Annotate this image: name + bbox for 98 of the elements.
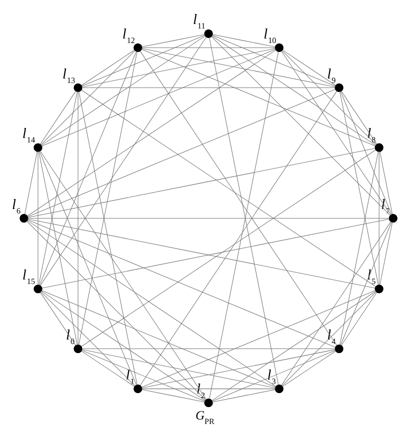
connector xyxy=(340,91,379,286)
connector xyxy=(28,218,390,219)
node-label: l$_{3}$ xyxy=(267,367,276,386)
connector xyxy=(39,151,137,386)
connector xyxy=(40,150,206,400)
node-label: l$_{8}$ xyxy=(367,126,376,145)
connector xyxy=(82,87,336,88)
node-label: l$_{10}$ xyxy=(264,26,276,45)
connector xyxy=(40,91,76,144)
connector xyxy=(212,290,376,401)
connector xyxy=(282,292,376,386)
connector xyxy=(24,151,38,214)
node-circle xyxy=(334,344,344,354)
connector xyxy=(78,52,138,345)
connector xyxy=(82,350,206,402)
node-circle xyxy=(274,43,284,52)
node-circle xyxy=(204,398,213,408)
connector xyxy=(38,151,78,346)
connector xyxy=(81,150,376,347)
connector xyxy=(82,34,206,86)
node-label: l$_{11}$ xyxy=(192,12,206,31)
node-circle xyxy=(34,143,42,152)
connector xyxy=(78,92,138,385)
connector xyxy=(26,220,206,400)
connector xyxy=(40,50,136,145)
connector xyxy=(380,222,393,285)
connector xyxy=(341,292,378,346)
connector xyxy=(141,349,336,388)
connector xyxy=(142,389,205,402)
connector xyxy=(212,350,336,402)
connector xyxy=(212,389,276,402)
node-label: l$_{13}$ xyxy=(62,66,76,85)
connector xyxy=(27,220,276,387)
connector xyxy=(282,50,376,145)
node-label: l$_{5}$ xyxy=(367,267,376,286)
node-label: l$_{4}$ xyxy=(327,327,336,346)
connector xyxy=(81,350,135,387)
connector xyxy=(141,290,376,388)
node-circle xyxy=(274,384,284,394)
connector xyxy=(42,290,276,388)
node-circle xyxy=(134,43,142,52)
connector xyxy=(380,151,393,214)
node-circle xyxy=(74,83,82,92)
connector xyxy=(41,36,206,146)
connector xyxy=(211,36,390,216)
connector xyxy=(142,48,336,88)
node-circle xyxy=(204,29,213,38)
connector xyxy=(281,50,392,216)
connector xyxy=(27,50,276,216)
connector xyxy=(81,90,376,287)
connector xyxy=(40,37,206,286)
connector xyxy=(282,350,336,387)
connector xyxy=(27,89,336,217)
connector xyxy=(41,49,276,146)
connector xyxy=(340,222,392,346)
node-label: l$_{15}$ xyxy=(22,267,36,286)
node-circle xyxy=(374,143,384,152)
connector xyxy=(81,50,135,86)
connector xyxy=(40,292,76,346)
connector xyxy=(282,50,336,86)
connector xyxy=(28,148,376,218)
node-label: l$_{14}$ xyxy=(22,126,36,145)
connector xyxy=(340,91,392,215)
node-label: l$_{12}$ xyxy=(122,26,135,45)
node-circle xyxy=(134,384,142,394)
connector xyxy=(281,221,392,386)
node-circle xyxy=(20,214,28,223)
connector xyxy=(141,48,376,146)
connector xyxy=(142,47,276,48)
connector xyxy=(341,90,377,144)
connector xyxy=(39,51,137,286)
node-label: l$_{1}$ xyxy=(126,367,134,386)
node-label: l$_{6}$ xyxy=(12,196,21,216)
connector xyxy=(142,388,276,390)
connector xyxy=(142,34,205,48)
connector xyxy=(212,34,276,48)
connector xyxy=(340,151,379,346)
connector xyxy=(38,91,78,286)
connector xyxy=(212,36,376,146)
connector xyxy=(82,348,336,350)
connector xyxy=(140,90,338,386)
node-label: l$_{0}$ xyxy=(66,327,75,346)
connector xyxy=(82,48,276,88)
connector xyxy=(378,151,380,286)
node-circle xyxy=(388,214,398,223)
connector xyxy=(82,349,276,388)
node-circle xyxy=(74,344,82,354)
node-label: l$_{9}$ xyxy=(327,66,336,85)
connector xyxy=(28,220,336,348)
node-circle xyxy=(374,284,384,294)
caption: G$_{PR}$ xyxy=(196,408,214,426)
node-circle xyxy=(34,284,42,294)
connector xyxy=(40,290,206,401)
node-circle xyxy=(334,83,344,92)
node-label: l$_{7}$ xyxy=(381,196,390,216)
connector xyxy=(212,34,336,86)
connector xyxy=(140,50,338,346)
connector xyxy=(40,292,136,386)
